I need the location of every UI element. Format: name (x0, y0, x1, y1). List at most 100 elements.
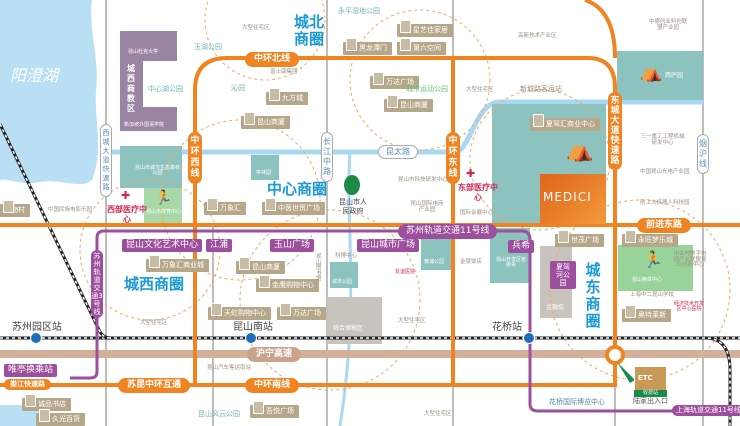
poi-label: 中国民族电影乐园 (48, 207, 93, 213)
poi-label: 金融街 (546, 304, 565, 311)
mall-label: 昆山商厦 (384, 95, 433, 112)
poi-label: 综合保税区 (333, 325, 364, 332)
rail-station: 昆山南站 (233, 322, 273, 333)
sports-west: 昆山市体育中心 (146, 209, 182, 215)
campus-school1: 昆山杜克大学 (128, 49, 159, 55)
medici-brand: MEDICI (543, 190, 592, 204)
poi-label: 中关村数字电视产业联盟昆山创新中心 (673, 251, 707, 268)
poi-label: 昆山国际电商产业园 (410, 201, 444, 213)
block-sports-east (618, 245, 693, 291)
poi-label: 高新技术产业区 (518, 33, 557, 39)
metro-station[interactable]: 兵希 (508, 240, 535, 253)
road-changjiang: 长江中路 (321, 132, 333, 182)
road-xicheng: 西城大道快速路 (100, 124, 112, 197)
road-loujiang: 娄江快速路 (4, 379, 51, 390)
mall-label: 黑龙潭门 (343, 38, 392, 55)
poi-label: 昆山汽车客运南站 (207, 365, 252, 371)
running-icon: 🏃 (155, 190, 173, 206)
poi-label: 昆山市科技研发中心 (398, 177, 448, 183)
park-label: 中心湖公园 (148, 85, 183, 93)
metro-shanghai11-label: 上海轨道交通11号线 (672, 405, 740, 416)
poi-label: 大型住宅区 (398, 318, 426, 324)
poi-label: 大型住宅区 (424, 411, 452, 417)
rail-station: 苏州园区站 (12, 322, 62, 333)
block-sports-west (144, 188, 182, 223)
campus-notch (143, 61, 177, 107)
mall-label: 万象汇 (204, 198, 246, 215)
road-kuntai: 昆太路 (378, 145, 418, 159)
etc-sub: 收费站 (634, 390, 667, 397)
poi-label: 国际会展中心 (460, 210, 494, 216)
park-label: 昆山市城市生态森林公园 (135, 165, 181, 176)
park-label: 永平湿地公园 (338, 7, 380, 15)
poi-label: 中德创业科创联盟产业园 (648, 19, 688, 31)
poi-label: 上海中二昆山学校 (630, 292, 675, 298)
campus-school2: 新加坡外国语学院 (124, 122, 165, 128)
campus-title: 城西商教区 (127, 64, 135, 113)
road-qianjin: 前进东路 (637, 218, 692, 233)
poi-label: 中国昆山光电产业园 (640, 169, 690, 175)
medical-cross-icon: ✚ (121, 189, 131, 202)
poi-label: 大型住宅区 (140, 320, 168, 326)
mall-label: 奥特莱斯 (622, 305, 671, 322)
huning-expressway (0, 350, 740, 358)
mall-label: 万象汇商业城 (146, 255, 209, 272)
etc-label: ETC (638, 374, 653, 382)
road-zhonghuan-south: 中环南线 (245, 378, 300, 393)
mall-label: 万达广场 (370, 72, 419, 89)
park-label: 城市公园 (332, 279, 353, 285)
mall-label: 购物村 (0, 200, 30, 217)
mall-label: 永旺梦乐城 (622, 230, 678, 247)
poi-label: 昆山图书馆 (316, 254, 322, 282)
metro-station[interactable]: 江浦 (206, 239, 233, 252)
poi-label: 三一重工工程机械研发中心 (640, 134, 685, 146)
district-north: 城北商圈 (294, 13, 325, 48)
road-zhonghuan-west: 中环西线 (188, 132, 202, 184)
etc-exit: 陆家出入口 (633, 397, 668, 405)
medical-econ: 经济技术开发区中心医院 (673, 301, 704, 312)
mall-label: 中茵世贸广场 (262, 198, 325, 215)
lake-label: 阳澄湖 (10, 66, 59, 85)
rail-station: 花桥站 (492, 322, 522, 333)
medical-east: 东部医疗中心 (458, 183, 498, 202)
block-xiluyuan (617, 51, 703, 100)
block-kaifaqu (490, 228, 530, 283)
poi-label: 新城路客运站 (520, 85, 562, 93)
metro-station[interactable]: 玉山广场 (270, 239, 315, 252)
poi-label: 大型住宅区 (242, 25, 270, 31)
metro-line11-label: 苏州轨道交通11号线 (398, 224, 498, 239)
poi-label: 航工大机器人科技园 (640, 200, 690, 206)
block-baoshui (327, 297, 382, 344)
metro-lines (70, 229, 740, 413)
road-zhonghuan-north: 中环北线 (245, 52, 300, 67)
metro-station[interactable]: 昆山城市广场 (357, 239, 420, 252)
medical-cross-icon: ✚ (466, 167, 476, 180)
road-huning: 沪宁高速 (247, 347, 302, 362)
mall-label: 天虹购物中心 (208, 303, 271, 320)
poi-label: 昆山开发区管委会 (495, 257, 526, 268)
poi-label: 科博中心 (335, 253, 358, 259)
poi-label: 大型住宅区 (466, 87, 494, 93)
poi-label: 富士康集团 (270, 69, 298, 75)
lake (0, 0, 99, 185)
district-east: 城东商圈 (585, 261, 601, 330)
block-chengshi (330, 262, 358, 288)
district-west: 城西商圈 (124, 275, 185, 293)
etc-pointer (617, 362, 635, 383)
metro-station[interactable]: 夏驾河公园 (550, 261, 576, 289)
metro-station[interactable]: 昆山文化艺术中心 (122, 239, 203, 252)
orange-roads (0, 0, 740, 387)
park-label: 昆山风云公园 (198, 410, 240, 418)
metro-station[interactable]: 唯亭换乘站 (4, 364, 58, 377)
running-icon: 🏃 (643, 250, 663, 269)
park-label: 黄浦公园 (424, 259, 445, 265)
medical-friendship: 友谊医院 (395, 269, 416, 275)
metro-line3-label: 苏州轨道交通3号线 (91, 250, 103, 318)
sports-east: 昆山奥体中心 (632, 277, 663, 283)
medici-project-block[interactable] (540, 174, 606, 224)
park-label: 亭林园 (256, 170, 272, 176)
medical-west: 西部医疗中心 (107, 205, 147, 224)
mall-label: 万达广场 (277, 303, 326, 320)
park-label: 城市运动公园 (406, 85, 448, 93)
tent-icon: ⛺ (566, 138, 594, 163)
